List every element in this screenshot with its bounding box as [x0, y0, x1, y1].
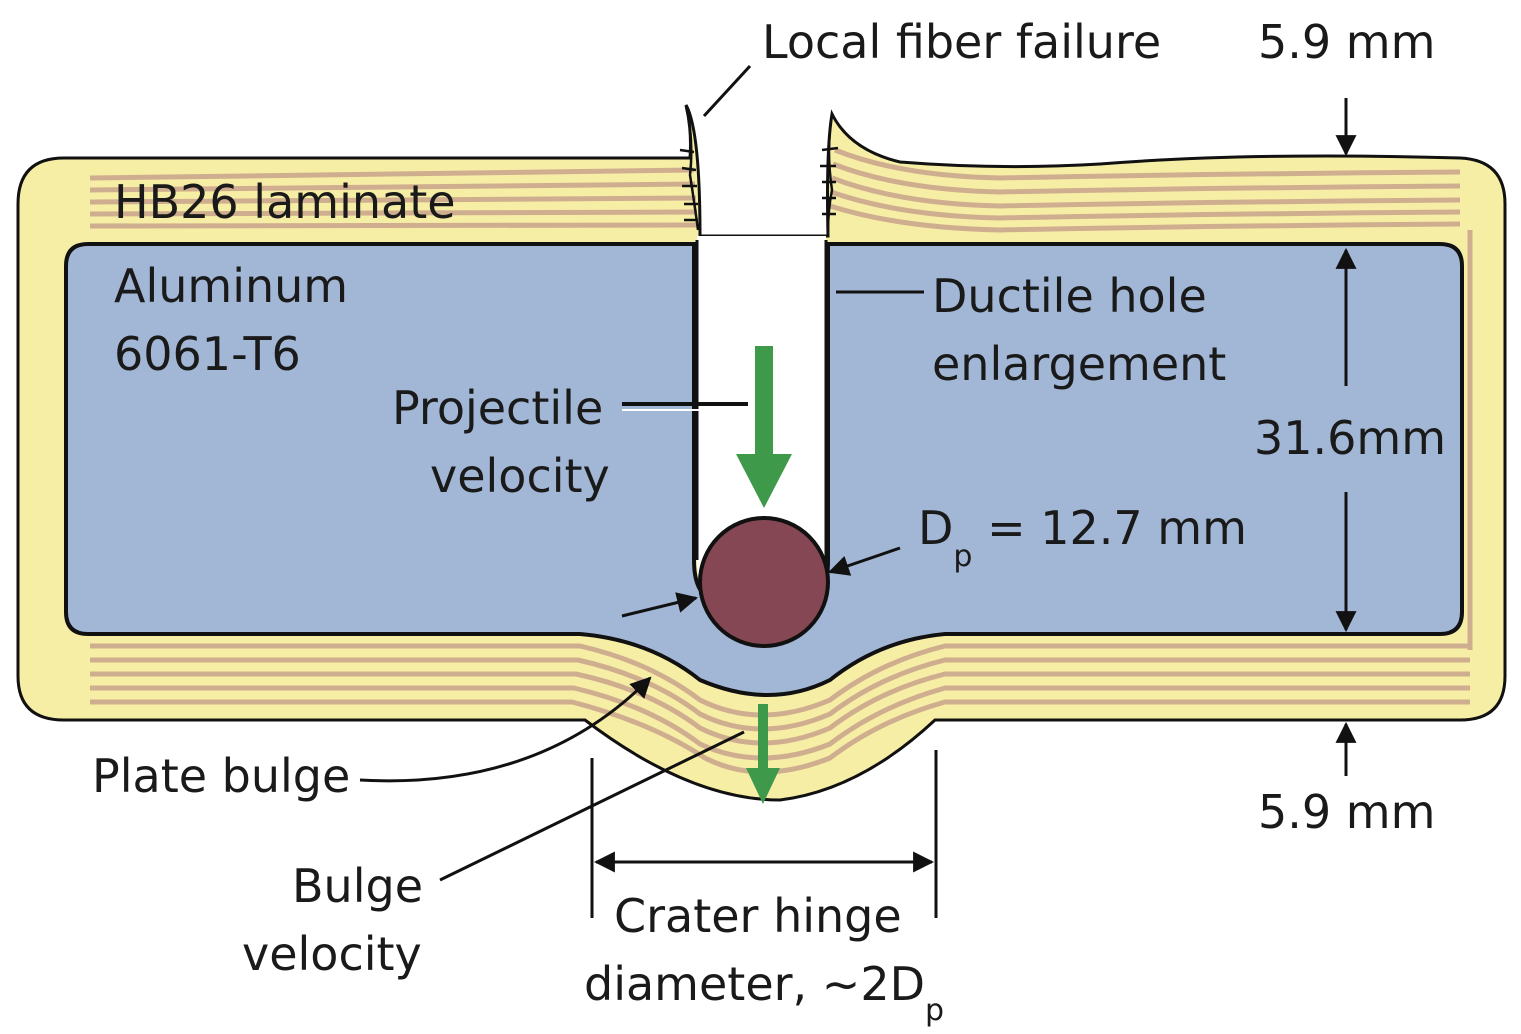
core-thickness-label: 31.6mm — [1254, 411, 1446, 465]
crater-diameter-dimension — [590, 750, 938, 918]
leader-lines — [359, 64, 924, 882]
projectile — [698, 516, 830, 648]
crater-label-line1: Crater hinge — [614, 889, 902, 943]
fiber-failure-tufts — [679, 105, 839, 233]
top-thickness-label: 5.9 mm — [1258, 15, 1435, 69]
projectile-diameter-label: Dp = 12.7 mm — [918, 501, 1247, 574]
ductile-label-line2: enlargement — [932, 337, 1226, 391]
bulge-velocity-label-line1: Bulge — [292, 859, 423, 913]
ductile-label-line1: Ductile hole — [932, 269, 1207, 323]
bottom-thickness-label: 5.9 mm — [1258, 785, 1435, 839]
bulge-velocity-arrow — [746, 704, 780, 804]
aluminum-label-line2: 6061-T6 — [114, 327, 301, 381]
top-left-laminate-stripes — [89, 167, 699, 229]
projectile-label-line1: Projectile — [392, 381, 603, 435]
bulge-velocity-label-line2: velocity — [242, 927, 422, 981]
plate-bulge-label: Plate bulge — [92, 749, 350, 803]
crater-label-line2: diameter, ~2Dp — [584, 957, 944, 1028]
projectile-label-line2: velocity — [430, 449, 610, 503]
aluminum-label-line1: Aluminum — [114, 259, 348, 313]
local-fiber-failure-label: Local fiber failure — [762, 15, 1161, 69]
top-right-laminate-stripes — [829, 147, 1461, 233]
hb26-laminate-label: HB26 laminate — [114, 175, 456, 229]
projectile-velocity-arrow — [736, 346, 792, 508]
